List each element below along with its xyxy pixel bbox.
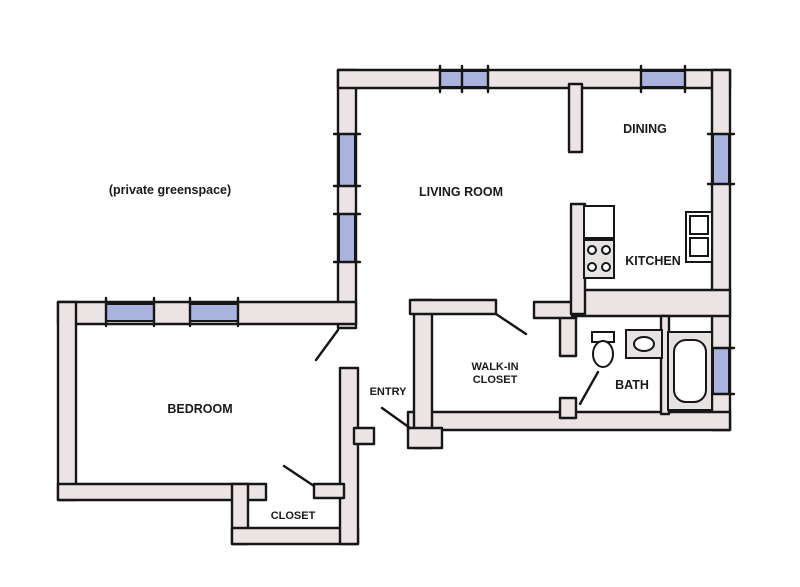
window-dining-east bbox=[712, 133, 730, 185]
walkin-east-lower bbox=[558, 396, 578, 420]
room-label-bath: BATH bbox=[615, 378, 649, 392]
room-label-entry: ENTRY bbox=[370, 386, 408, 398]
walls bbox=[56, 68, 732, 546]
room-label-walkin-2: CLOSET bbox=[473, 374, 518, 386]
room-label-dining: DINING bbox=[623, 122, 667, 136]
closet-door bbox=[282, 464, 316, 488]
closet-jamb bbox=[312, 482, 346, 500]
room-label-closet: CLOSET bbox=[271, 510, 316, 522]
window-bedroom-1 bbox=[105, 303, 155, 322]
fridge bbox=[583, 205, 615, 239]
room-label-walkin-1: WALK-IN bbox=[471, 361, 518, 373]
bathtub-basin bbox=[673, 339, 707, 403]
sink-basin bbox=[689, 215, 709, 235]
window-top-dining bbox=[640, 70, 686, 88]
bedroom-west-wall bbox=[56, 300, 78, 502]
burner-icon bbox=[587, 262, 597, 272]
window-living-west-1 bbox=[338, 133, 356, 187]
sink-basin bbox=[689, 237, 709, 257]
walkin-top-stub bbox=[532, 300, 578, 320]
stove bbox=[583, 239, 615, 279]
burner-icon bbox=[601, 262, 611, 272]
window-living-west-2 bbox=[338, 213, 356, 263]
entry-east-foot bbox=[406, 426, 444, 450]
walkin-closet-door bbox=[494, 312, 528, 336]
labels: LIVING ROOM DINING KITCHEN BEDROOM WALK-… bbox=[109, 122, 681, 522]
toilet-bowl bbox=[592, 340, 614, 368]
room-label-living: LIVING ROOM bbox=[419, 185, 503, 199]
burner-icon bbox=[587, 245, 597, 255]
entry-jamb bbox=[352, 426, 376, 446]
room-label-bedroom: BEDROOM bbox=[167, 402, 232, 416]
window-bedroom-2 bbox=[189, 303, 239, 322]
vanity-sink bbox=[633, 336, 655, 352]
window-top-living bbox=[439, 70, 489, 88]
bedroom-bottom-wall bbox=[56, 482, 268, 502]
windows bbox=[104, 64, 736, 396]
greenspace-note: (private greenspace) bbox=[109, 183, 231, 197]
bath-door bbox=[578, 370, 600, 406]
window-bath-east bbox=[712, 347, 730, 395]
kitchen-fixtures bbox=[583, 205, 713, 279]
burner-icon bbox=[601, 245, 611, 255]
entry-east-wall bbox=[412, 298, 434, 450]
kitchen-west-wall bbox=[569, 202, 587, 316]
closet-east-wall bbox=[338, 366, 360, 546]
walkin-top-wall bbox=[408, 298, 498, 316]
doors bbox=[282, 312, 600, 488]
kitchen-counter-wall bbox=[570, 288, 732, 318]
room-label-kitchen: KITCHEN bbox=[625, 254, 681, 268]
living-west-wall bbox=[336, 68, 358, 330]
dining-stub-wall bbox=[567, 82, 584, 154]
bath-fixtures bbox=[591, 329, 713, 411]
bedroom-door bbox=[314, 328, 340, 362]
entry-door bbox=[380, 406, 412, 430]
